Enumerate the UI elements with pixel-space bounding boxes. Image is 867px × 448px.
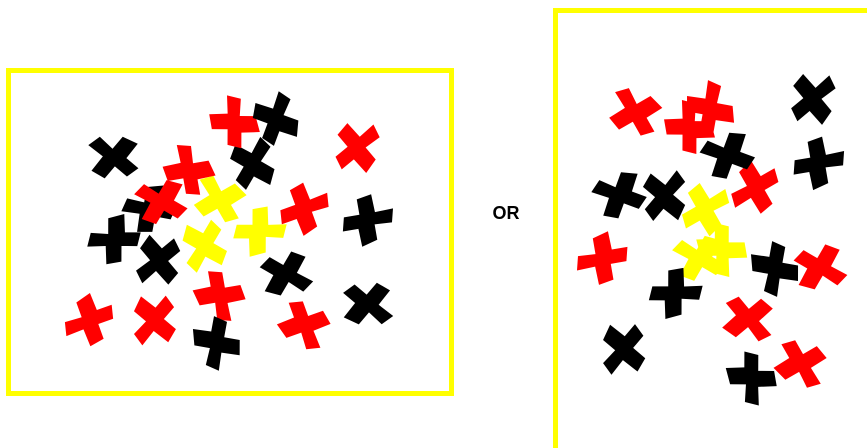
outer-ring-tiles — [62, 84, 401, 377]
left-tessellation-frame — [6, 68, 454, 396]
or-separator-label: OR — [476, 203, 536, 224]
right-tessellation-icon — [558, 13, 867, 448]
inner-ring-tiles-right — [634, 94, 809, 348]
right-tessellation-frame — [553, 8, 867, 448]
inner-ring-tiles — [115, 130, 332, 327]
left-tessellation-icon — [11, 73, 449, 391]
